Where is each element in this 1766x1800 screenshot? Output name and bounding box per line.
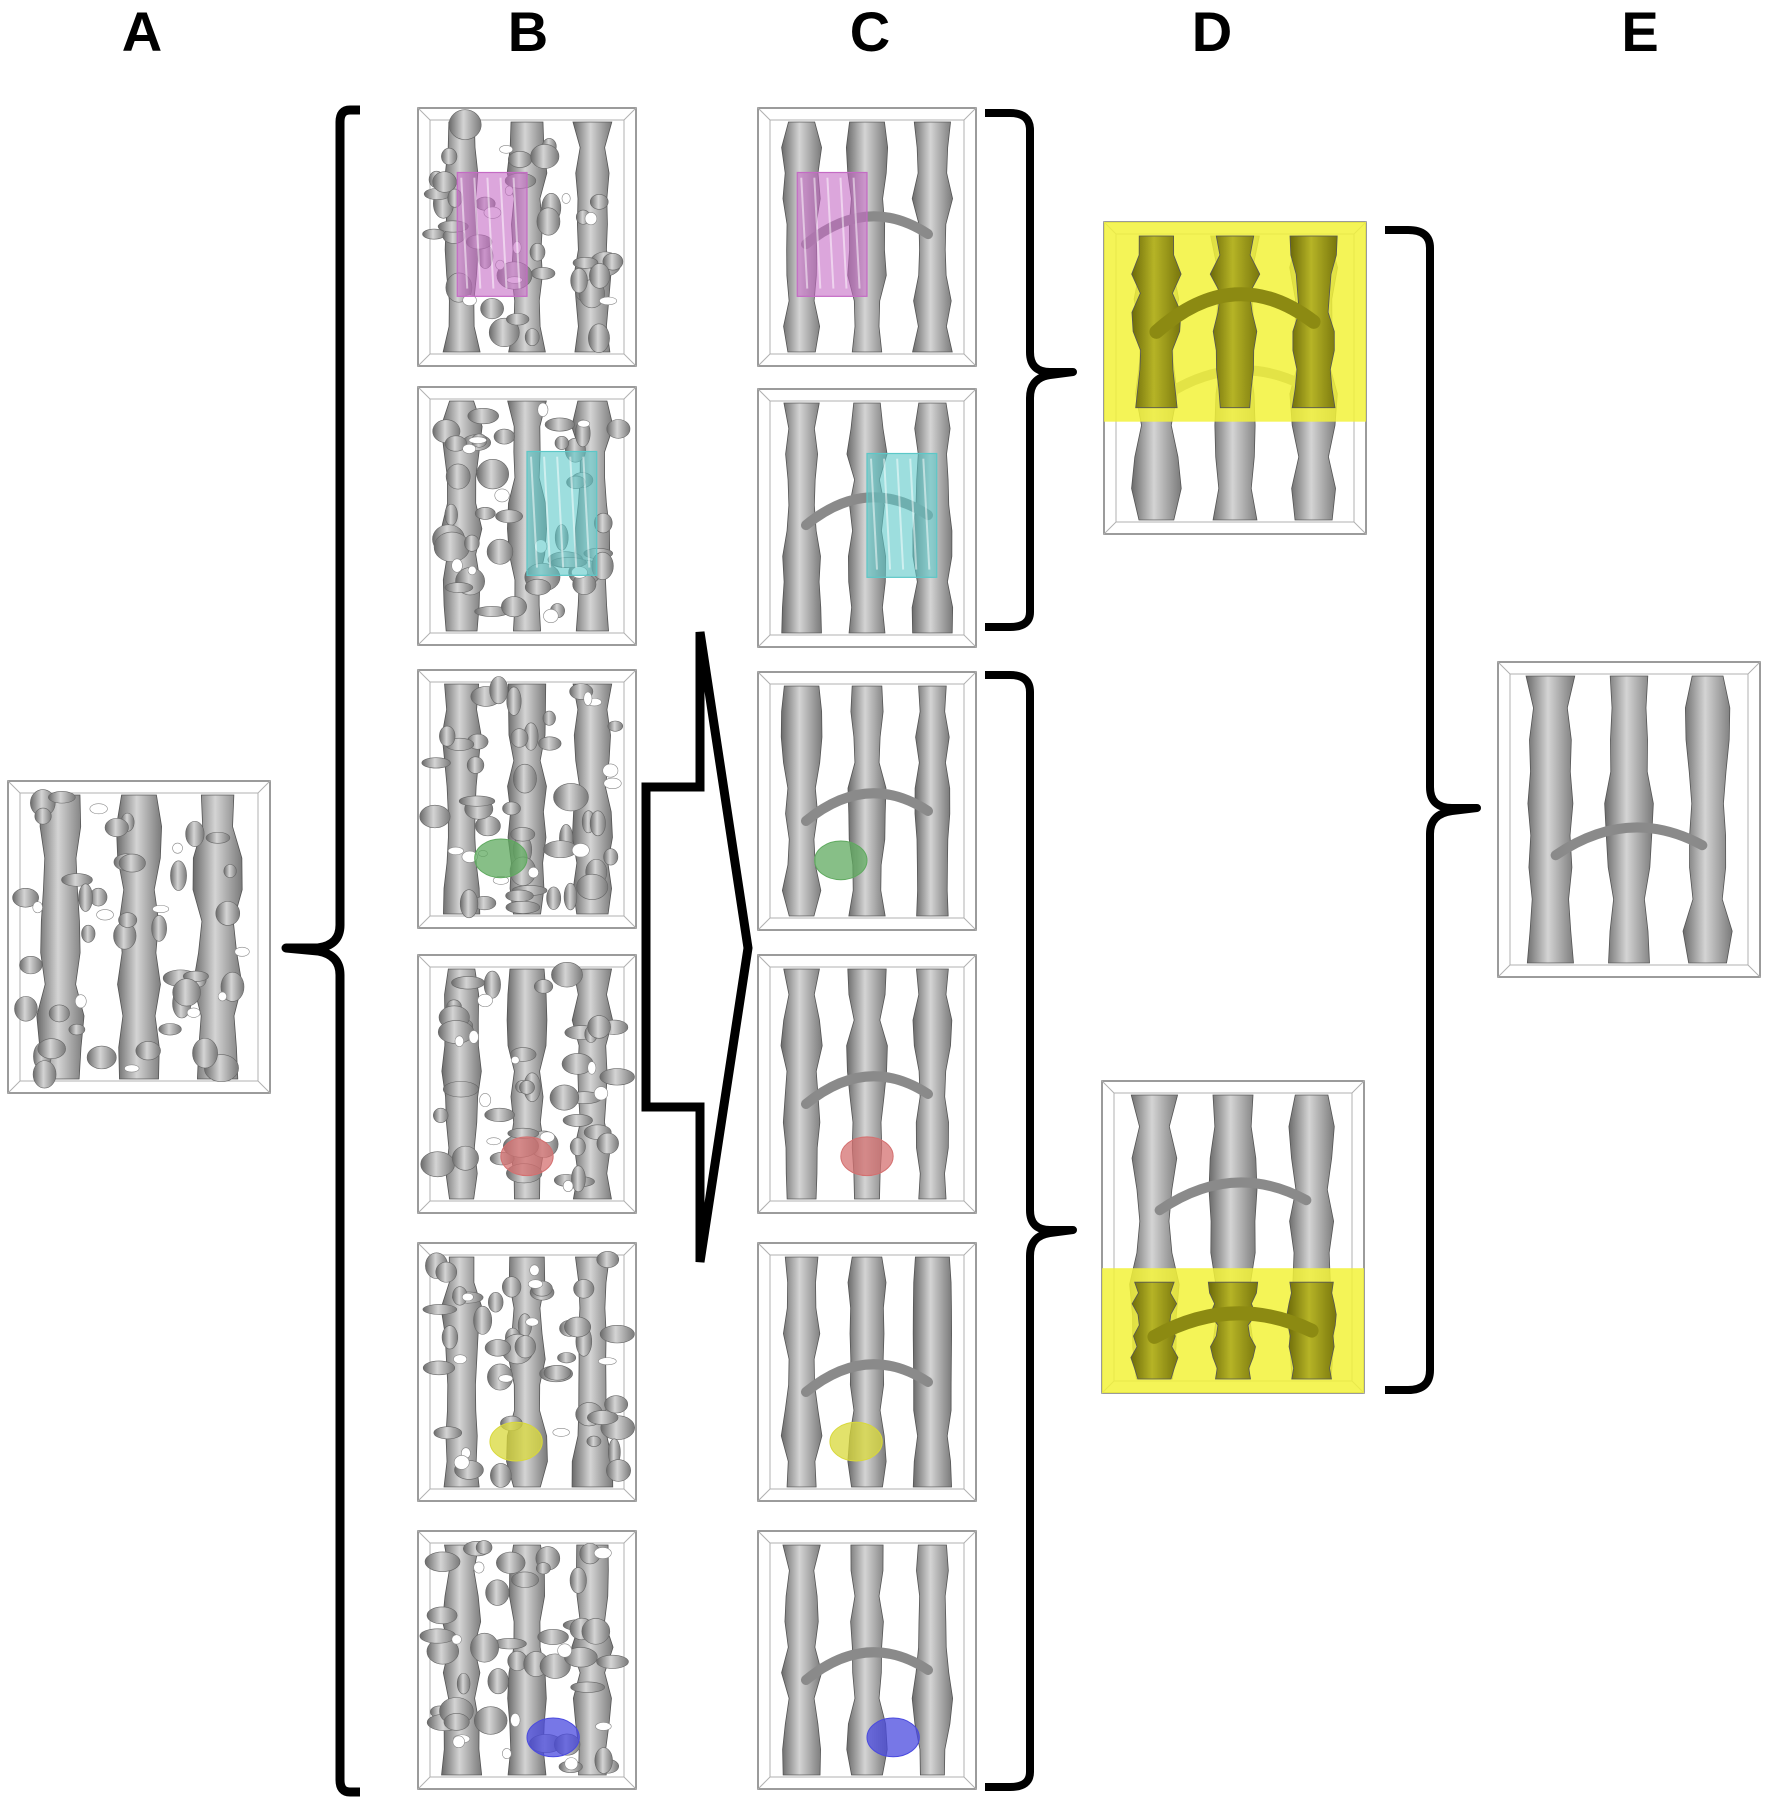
final-map (1497, 661, 1761, 978)
bracket-c-to-d-bottom (985, 671, 1077, 1791)
mask-yellow (417, 1242, 637, 1502)
bracket-a-to-b (281, 105, 360, 1797)
bracket-d-to-e (1385, 226, 1481, 1394)
mask-cyan (417, 386, 637, 646)
refined-cyan (757, 388, 977, 648)
label-d: D (1191, 0, 1233, 63)
brackets (281, 105, 1481, 1797)
bracket-c-to-d-top (985, 109, 1077, 631)
refined-blue (757, 1530, 977, 1790)
refined-yellow (757, 1242, 977, 1502)
refined-green (757, 671, 977, 931)
arrow-b-to-c (641, 631, 753, 1263)
label-c: C (849, 0, 891, 63)
composite-bottom (1101, 1080, 1365, 1394)
initial-map (7, 780, 271, 1094)
refined-magenta (757, 107, 977, 367)
label-b: B (507, 0, 549, 63)
composite-top (1103, 221, 1367, 535)
mask-red (417, 954, 637, 1214)
mask-green (417, 669, 637, 929)
refined-red (757, 954, 977, 1214)
label-e: E (1621, 0, 1659, 63)
mask-magenta (417, 107, 637, 367)
label-a: A (121, 0, 163, 63)
mask-blue (417, 1530, 637, 1790)
